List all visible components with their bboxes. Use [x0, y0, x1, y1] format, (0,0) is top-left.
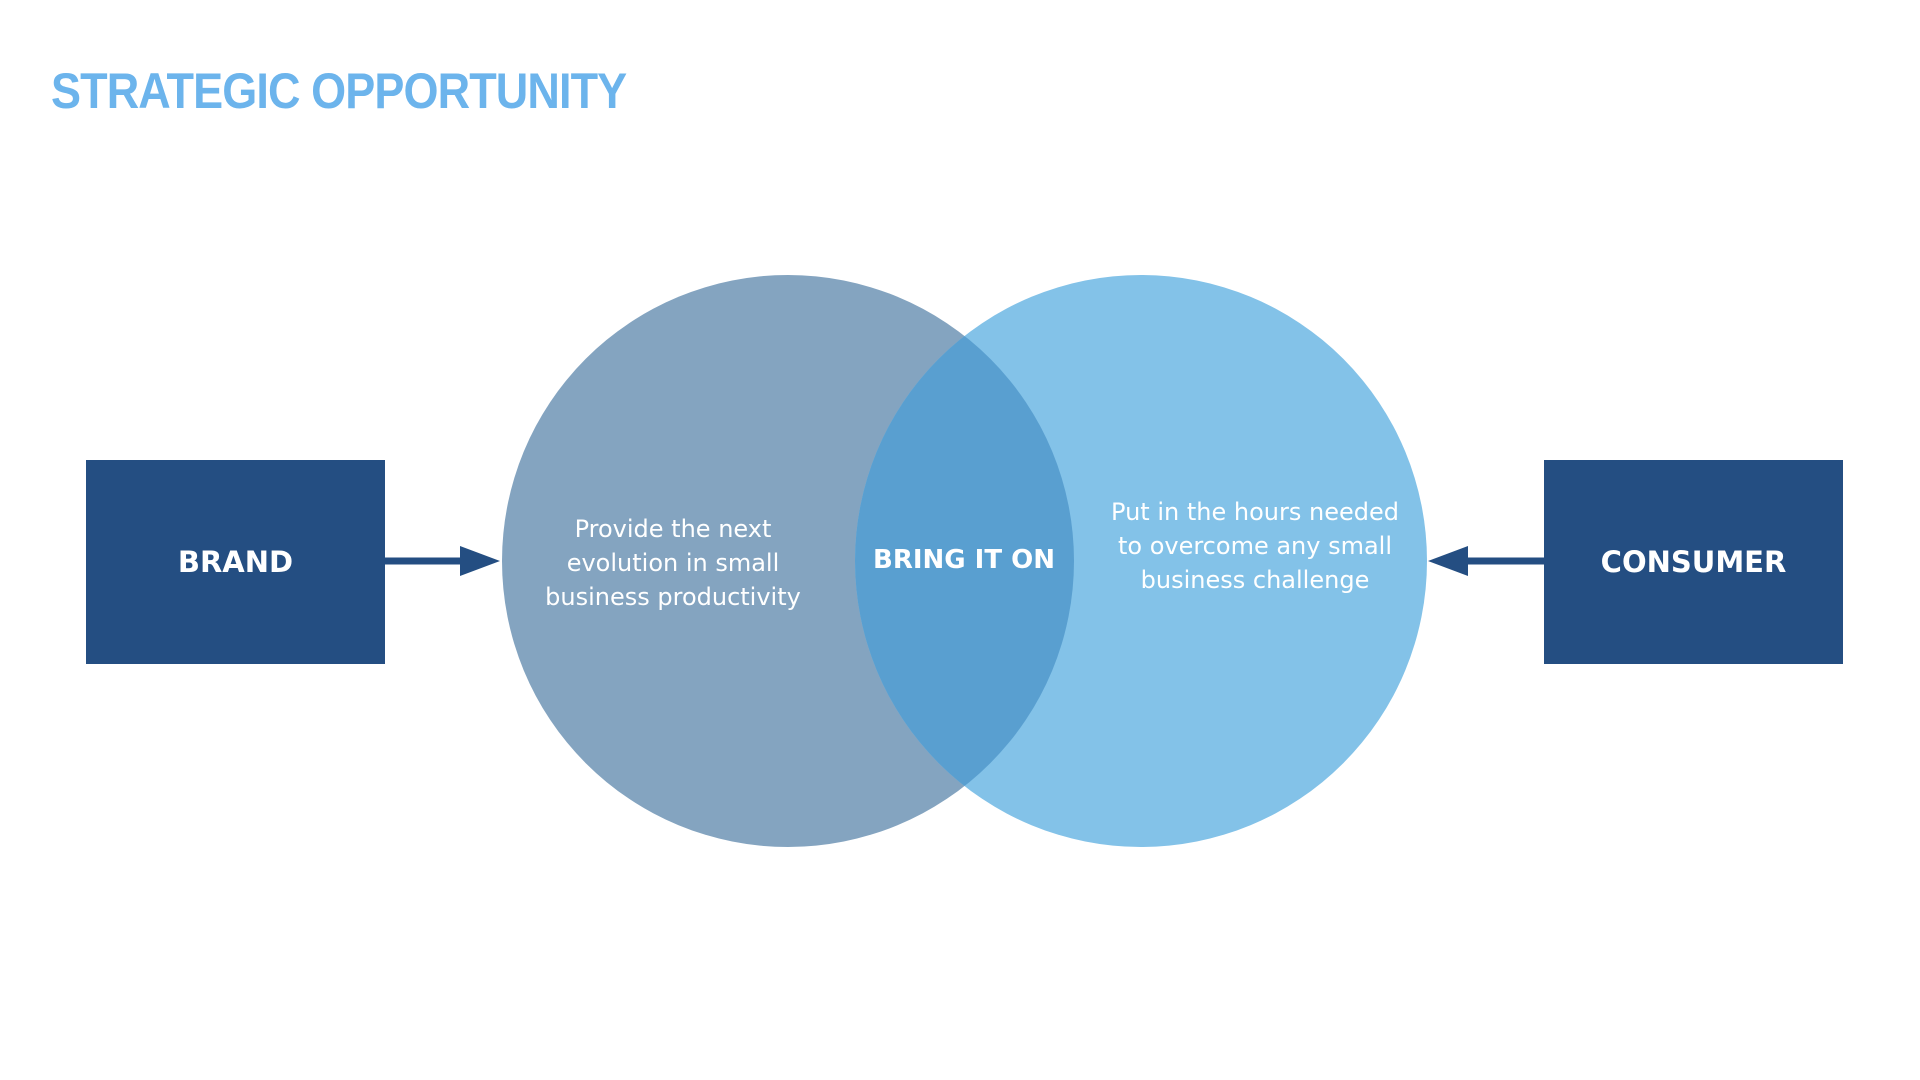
brand-circle-text: Provide the next evolution in small busi… — [545, 515, 801, 611]
consumer-label: CONSUMER — [1600, 545, 1787, 579]
consumer-box: CONSUMER — [1544, 460, 1843, 664]
consumer-arrow — [1428, 546, 1544, 576]
brand-arrow — [385, 546, 500, 576]
brand-label: BRAND — [177, 545, 294, 579]
overlap-region — [855, 275, 1074, 847]
consumer-circle-text: Put in the hours needed to overcome any … — [1111, 498, 1399, 594]
brand-box: BRAND — [86, 460, 385, 664]
overlap-label: BRING IT ON — [873, 545, 1055, 575]
slide-title: STRATEGIC OPPORTUNITY — [51, 63, 627, 119]
